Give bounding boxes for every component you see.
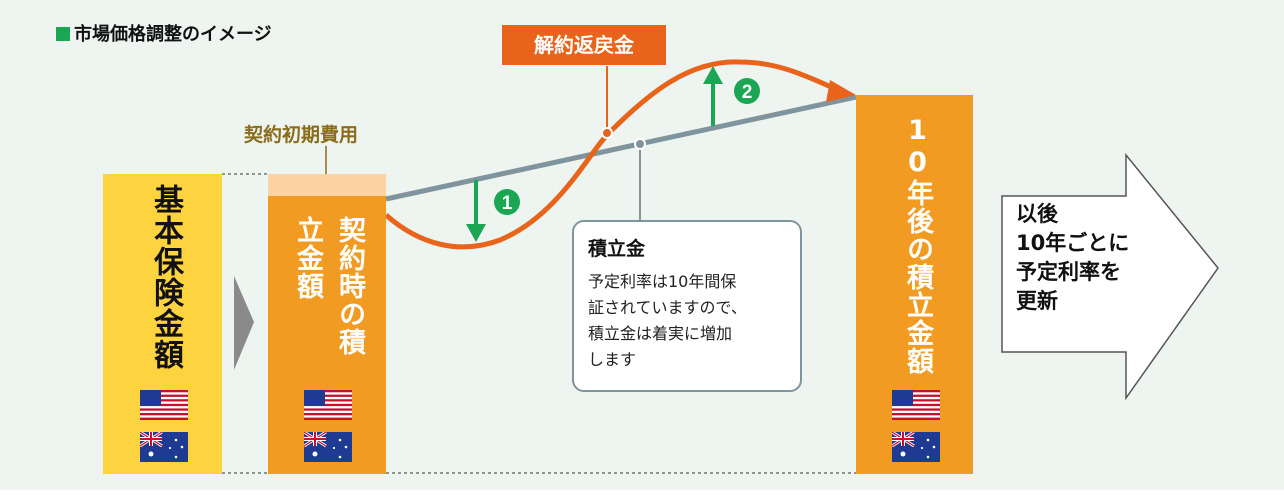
gray-arrow-icon [234,276,254,370]
up-arrow-icon [703,66,723,84]
refund-point [601,127,613,139]
surrender-value-label: 解約返戻金 [502,25,666,65]
contract-reserve-box: 契約時の積立金額 [268,196,386,474]
australia-flag-icon [304,432,352,462]
marker-1-label: 1 [502,193,513,214]
reserve-callout: 積立金 予定利率は10年間保 証されていますので、 積立金は着実に増加 します [572,220,802,392]
reserve-line [385,94,857,202]
marker-1-circle [494,189,520,215]
callout-body: 予定利率は10年間保 証されていますので、 積立金は着実に増加 します [588,272,747,369]
curve-arrowhead-icon [826,80,856,102]
after-text: 以後 10年ごとに 予定利率を 更新 [1016,202,1130,313]
us-flag-icon [892,390,940,420]
base-amount-box: 基本保険金額 [103,174,222,474]
reserve-point [634,138,646,150]
big-right-arrow-icon [1001,152,1219,401]
title-text: 市場価格調整のイメージ [74,24,272,45]
initial-cost-label: 契約初期費用 [244,124,359,146]
us-flag-icon [140,390,188,420]
australia-flag-icon [892,432,940,462]
green-square-icon [56,27,70,41]
callout-title: 積立金 [588,238,646,260]
diagram-title: 市場価格調整のイメージ [56,20,272,46]
marker-2-circle [734,78,760,104]
down-arrow-icon [466,224,486,242]
initial-cost-band [268,174,386,196]
base-amount-label: 基本保険金額 [148,184,183,370]
us-flag-icon [304,390,352,420]
contract-reserve-label: 契約時の積立金額 [292,216,365,356]
reserve-after-10y-label: 10年後の積立金額 [902,115,933,375]
australia-flag-icon [140,432,188,462]
marker-2-label: 2 [742,82,753,103]
